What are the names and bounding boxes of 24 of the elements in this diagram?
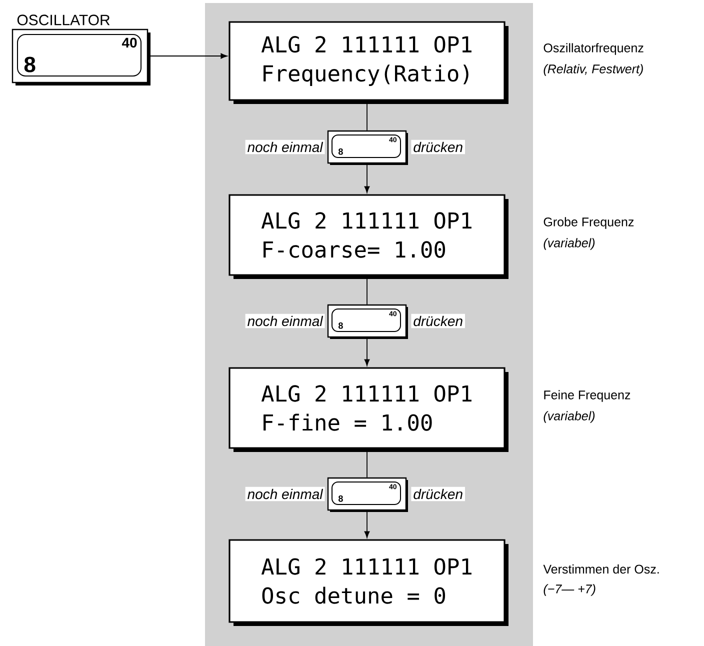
display-screen: ALG 2 111111 OP1 Frequency(Ratio): [228, 21, 508, 104]
instruction-text: drücken: [411, 314, 465, 328]
arrow: [148, 53, 228, 59]
description-text: (variabel): [544, 238, 595, 250]
instruction-text: drücken: [411, 486, 465, 502]
display-screen: ALG 2 111111 OP1 F-fine = 1.00: [228, 367, 508, 452]
instruction-text: drücken: [411, 140, 465, 154]
description-text: (variabel): [544, 411, 595, 423]
key-button: OSCILLATOR 40 8: [12, 14, 150, 86]
description-text: Feine Frequenz: [544, 390, 630, 402]
description-text: Oszillatorfrequenz: [544, 43, 644, 55]
node-label: OSCILLATOR: [17, 14, 110, 26]
display-screen: ALG 2 111111 OP1 F-coarse= 1.00: [228, 194, 508, 279]
instruction-text: noch einmal: [245, 314, 325, 328]
arrow: [364, 337, 370, 366]
description-text: (−7— +7): [544, 584, 596, 596]
arrow: [364, 163, 370, 193]
description-text: Verstimmen der Osz.: [543, 564, 659, 574]
instruction-text: noch einmal: [245, 140, 325, 154]
arrow: [364, 510, 370, 538]
instruction-text: noch einmal: [245, 486, 325, 502]
description-text: (Relativ, Festwert): [544, 64, 643, 76]
description-text: Grobe Frequenz: [544, 217, 634, 229]
display-screen: ALG 2 111111 OP1 Osc detune = 0: [228, 539, 508, 626]
